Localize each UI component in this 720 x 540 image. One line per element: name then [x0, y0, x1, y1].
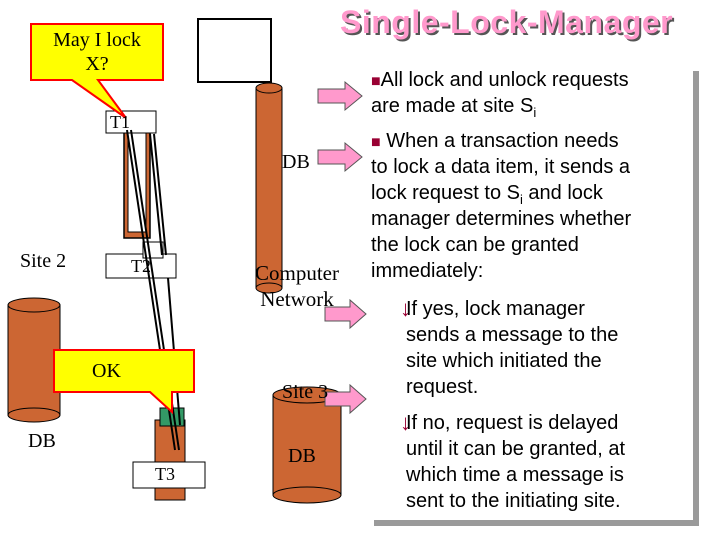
sub2-line4: sent to the initiating site. — [406, 490, 621, 512]
network-line1: Computer — [255, 261, 339, 285]
db-center-cylinder — [255, 82, 283, 294]
sub1-line1: If yes, lock manager — [406, 298, 585, 320]
db-left-cylinder — [7, 297, 61, 423]
sub1-line4: request. — [406, 376, 479, 398]
ok-callout-shape — [53, 349, 195, 415]
bullet1-line1: ■All lock and unlock requests — [371, 69, 629, 91]
down-arrow-icon: ↓ — [400, 296, 411, 321]
bullet2-line5: the lock can be granted — [371, 234, 579, 256]
db-center-label: DB — [282, 151, 310, 173]
db-bottom-label: DB — [288, 445, 316, 467]
pink-arrows — [317, 80, 367, 415]
may-lock-line2: X? — [85, 53, 109, 75]
network-line2: Network — [260, 287, 334, 311]
db-bottom-cylinder — [272, 386, 342, 504]
sub1-line2: sends a message to the — [406, 324, 619, 346]
square-bullet-icon: ■ — [371, 134, 381, 151]
down-arrow-icon: ↓ — [400, 410, 411, 435]
t3-label: T3 — [155, 464, 175, 484]
db-left-label: DB — [28, 430, 56, 452]
site3-label: Site 3 — [282, 381, 329, 403]
arrow-1 — [317, 80, 363, 112]
may-lock-callout: May I lock X? — [31, 28, 163, 76]
arrow-3 — [324, 298, 367, 330]
arrow-2 — [317, 141, 363, 173]
ok-callout-text: OK — [92, 360, 121, 382]
description-textbox: ■All lock and unlock requests are made a… — [368, 65, 693, 520]
sub1-line3: site which initiated the — [406, 350, 602, 372]
may-lock-callout-shape — [30, 23, 164, 119]
sub2-line1: If no, request is delayed — [406, 412, 619, 434]
t2-label: T2 — [131, 256, 151, 276]
site1-computer — [123, 127, 151, 239]
bullet2-line4: manager determines whether — [371, 208, 632, 230]
page-title: Single-Lock-Manager — [340, 4, 674, 40]
sub2-line3: which time a message is — [406, 464, 624, 486]
bullet2-line6: immediately: — [371, 260, 484, 282]
bullet2-line2: to lock a data item, it sends a — [371, 156, 631, 178]
t3-box — [132, 461, 206, 489]
arrow-4 — [324, 383, 367, 415]
square-bullet-icon: ■ — [371, 73, 381, 90]
may-lock-line1: May I lock — [53, 29, 141, 51]
computer-network-label: Computer Network — [232, 260, 362, 312]
bullet2-line1: ■ When a transaction needs — [371, 130, 619, 152]
bullet1-line2: are made at site Si — [371, 95, 537, 120]
site-si-box — [197, 18, 272, 83]
t1-label: T1 — [110, 112, 130, 132]
bullet2-line3: lock request to Si and lock — [371, 182, 603, 207]
sub2-line2: until it can be granted, at — [406, 438, 626, 460]
t2-box — [105, 253, 177, 279]
site2-label: Site 2 — [20, 250, 67, 272]
